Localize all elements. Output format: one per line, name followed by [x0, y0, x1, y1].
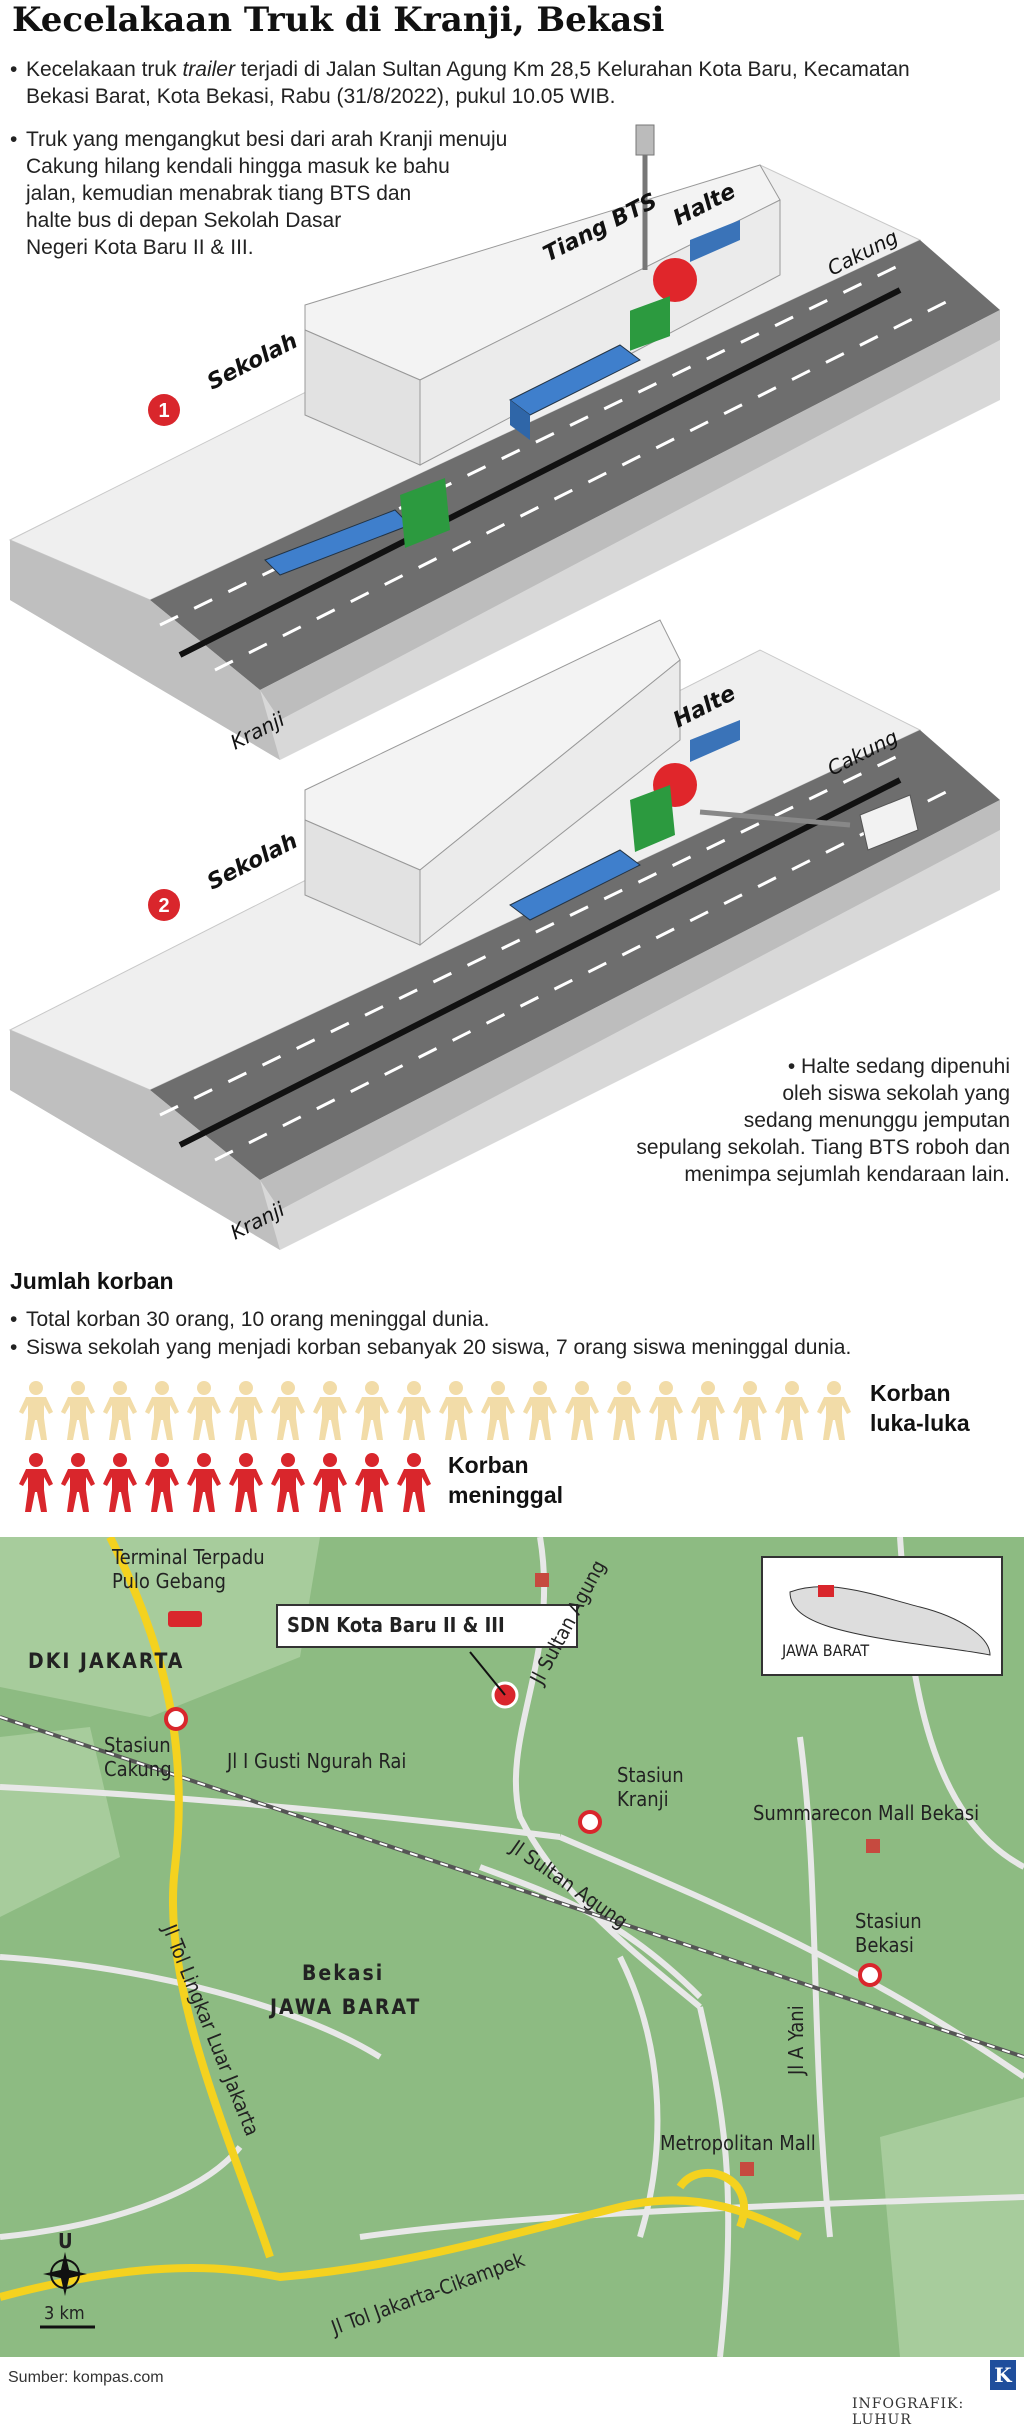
footer-credit: INFOGRAFIK: LUHUR — [852, 2396, 965, 2428]
person-meninggal-icon — [145, 1453, 179, 1512]
map-stasiun-kranji-line-2: Kranji — [617, 1787, 669, 1811]
map-stasiun-kranji-line-1: Stasiun — [617, 1763, 684, 1787]
label-sekolah-2: Sekolah — [203, 829, 301, 896]
bullet-2-line: jalan, kemudian menabrak tiang BTS dan — [26, 182, 412, 205]
person-luka-icon — [565, 1381, 599, 1440]
map-base — [0, 1537, 1024, 2357]
bullet-3-line: Halte sedang dipenuhi — [801, 1055, 1010, 1078]
map-sdn-label: SDN Kota Baru II & III — [287, 1613, 505, 1637]
map-metropolitan-mall: Metropolitan Mall — [660, 2131, 816, 2155]
person-luka-icon — [313, 1381, 347, 1440]
person-luka-icon — [61, 1381, 95, 1440]
person-luka-icon — [187, 1381, 221, 1440]
korban-bullet-1: • Total korban 30 orang, 10 orang mening… — [10, 1306, 1010, 1333]
location-map: Terminal Terpadu Pulo Gebang DKI JAKARTA… — [0, 1537, 1024, 2357]
bullet-dot: • — [10, 128, 18, 151]
map-jl-a-yani: Jl A Yani — [784, 2005, 808, 2075]
person-meninggal-icon — [397, 1453, 431, 1512]
person-meninggal-icon — [313, 1453, 347, 1512]
intro-text-2: Bekasi Barat, Kota Bekasi, Rabu (31/8/20… — [26, 85, 616, 108]
bullet-2-line: Truk yang mengangkut besi dari arah Kran… — [26, 128, 508, 151]
page-title: Kecelakaan Truk di Kranji, Bekasi — [12, 0, 665, 40]
person-meninggal-icon — [271, 1453, 305, 1512]
korban-line-1: Total korban 30 orang, 10 orang meningga… — [26, 1308, 490, 1331]
person-meninggal-icon — [229, 1453, 263, 1512]
bullet-3-line: menimpa sejumlah kendaraan lain. — [684, 1163, 1010, 1186]
bullet-dot: • — [10, 1308, 18, 1331]
scene-1-number: 1 — [158, 400, 169, 422]
inset-map-label: JAWA BARAT — [782, 1641, 870, 1660]
person-luka-icon — [355, 1381, 389, 1440]
bullet-3: • Halte sedang dipenuhi oleh siswa sekol… — [560, 1053, 1010, 1188]
map-dki-jakarta: DKI JAKARTA — [28, 1649, 185, 1673]
bullet-3-line: sedang menunggu jemputan — [743, 1109, 1010, 1132]
person-luka-icon — [439, 1381, 473, 1440]
person-luka-icon — [817, 1381, 851, 1440]
scene-2-illustration: 2 Sekolah Halte Cakung Kranji — [8, 619, 1000, 1250]
map-jl-gusti-ngurah-rai: Jl I Gusti Ngurah Rai — [227, 1749, 407, 1773]
map-stasiun-cakung-line-2: Cakung — [104, 1757, 172, 1781]
legend-meninggal-line: meninggal — [448, 1482, 564, 1508]
legend-meninggal-line: Korban — [448, 1452, 529, 1478]
bullet-3-line: oleh siswa sekolah yang — [782, 1082, 1010, 1105]
map-terminal-line-2: Pulo Gebang — [112, 1569, 226, 1593]
bullet-2-line: halte bus di depan Sekolah Dasar — [26, 209, 342, 232]
person-luka-icon — [229, 1381, 263, 1440]
legend-luka: Korban luka-luka — [870, 1378, 970, 1438]
map-bekasi: Bekasi — [302, 1961, 385, 1985]
person-luka-icon — [397, 1381, 431, 1440]
kompas-logo: K — [990, 2360, 1016, 2390]
map-stasiun-cakung-line-1: Stasiun — [104, 1733, 171, 1757]
person-meninggal-icon — [103, 1453, 137, 1512]
bullet-dot: • — [10, 58, 18, 81]
scene-1-illustration: 1 Sekolah Tiang BTS Halte Cakung Kranji — [8, 124, 1000, 760]
intro-text-c: terjadi di Jalan Sultan Agung Km 28,5 Ke… — [234, 58, 910, 81]
person-luka-icon — [607, 1381, 641, 1440]
person-meninggal-icon — [187, 1453, 221, 1512]
person-luka-icon — [775, 1381, 809, 1440]
scene-2-number: 2 — [158, 895, 169, 917]
bullet-dot: • — [787, 1055, 801, 1078]
person-luka-icon — [103, 1381, 137, 1440]
map-stasiun-bekasi-line-1: Stasiun — [855, 1909, 922, 1933]
korban-heading: Jumlah korban — [10, 1268, 174, 1294]
map-north-indicator: U — [58, 2229, 73, 2253]
bullet-2: • Truk yang mengangkut besi dari arah Kr… — [10, 126, 570, 261]
legend-meninggal: Korban meninggal — [448, 1450, 563, 1510]
person-luka-icon — [523, 1381, 557, 1440]
korban-bullet-2: • Siswa sekolah yang menjadi korban seba… — [10, 1334, 1010, 1361]
map-terminal-line-1: Terminal Terpadu — [112, 1545, 265, 1569]
intro-text-trailer: trailer — [182, 58, 235, 81]
person-luka-icon — [733, 1381, 767, 1440]
footer-source: Sumber: kompas.com — [8, 2369, 164, 2386]
map-summarecon: Summarecon Mall Bekasi — [753, 1801, 980, 1825]
person-luka-icon — [691, 1381, 725, 1440]
person-meninggal-icon — [19, 1453, 53, 1512]
person-luka-icon — [145, 1381, 179, 1440]
map-stasiun-bekasi-line-2: Bekasi — [855, 1933, 914, 1957]
bullet-2-line: Cakung hilang kendali hingga masuk ke ba… — [26, 155, 450, 178]
korban-line-2: Siswa sekolah yang menjadi korban sebany… — [26, 1336, 852, 1359]
person-luka-icon — [19, 1381, 53, 1440]
intro-bullet: • Kecelakaan truk trailer terjadi di Jal… — [10, 56, 1010, 110]
bullet-dot: • — [10, 1336, 18, 1359]
person-meninggal-icon — [61, 1453, 95, 1512]
bullet-2-line: Negeri Kota Baru II & III. — [26, 236, 254, 259]
map-scale-label: 3 km — [44, 2303, 85, 2324]
legend-luka-line: luka-luka — [870, 1410, 970, 1436]
person-luka-icon — [481, 1381, 515, 1440]
person-luka-icon — [649, 1381, 683, 1440]
intro-text-a: Kecelakaan truk — [26, 58, 183, 81]
victim-icons — [19, 1381, 851, 1512]
bullet-3-line: sepulang sekolah. Tiang BTS roboh dan — [636, 1136, 1010, 1159]
person-meninggal-icon — [355, 1453, 389, 1512]
legend-luka-line: Korban — [870, 1380, 951, 1406]
map-jawa-barat: JAWA BARAT — [270, 1995, 422, 2019]
label-sekolah-1: Sekolah — [203, 329, 301, 396]
person-luka-icon — [271, 1381, 305, 1440]
